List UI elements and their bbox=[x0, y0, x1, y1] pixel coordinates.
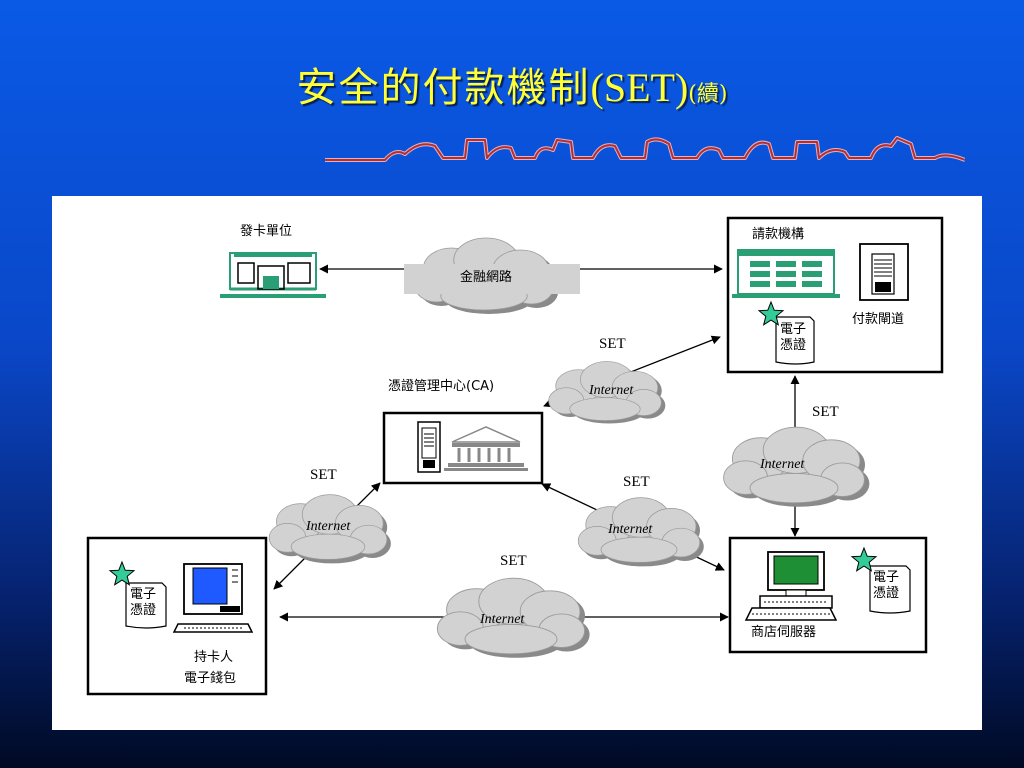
document-icon bbox=[775, 316, 815, 365]
title-set: (SET) bbox=[590, 65, 689, 110]
internet-label: Internet bbox=[589, 383, 634, 398]
merchant-label: 商店伺服器 bbox=[751, 625, 817, 640]
ca-box bbox=[382, 411, 544, 485]
title-suffix: (續) bbox=[688, 82, 728, 107]
title-main: 安全的付款機制 bbox=[296, 65, 591, 111]
certificate-line2: 憑證 bbox=[130, 603, 157, 619]
certificate-label: 電子 憑證 bbox=[130, 587, 156, 620]
set-label: SET bbox=[812, 404, 839, 420]
acquirer-label: 請款機構 bbox=[752, 227, 805, 242]
set-label: SET bbox=[623, 474, 650, 490]
financial-network-band bbox=[404, 264, 580, 294]
issuer-building-icon bbox=[220, 252, 326, 298]
set-label: SET bbox=[500, 553, 527, 569]
issuer-label: 發卡單位 bbox=[240, 224, 293, 239]
diagram-panel: 發卡單位 金融網路 請款機構 付款閘道 電子 憑證 SET Internet 憑… bbox=[52, 196, 982, 730]
star-icon bbox=[757, 300, 785, 326]
certificate-line1: 電子 bbox=[780, 322, 807, 337]
slide-title: 安全的付款機制(SET)(續) bbox=[0, 65, 1024, 111]
internet-label: Internet bbox=[306, 519, 351, 534]
internet-label: Internet bbox=[480, 612, 525, 627]
internet-label: Internet bbox=[608, 522, 653, 537]
certificate-label: 電子 憑證 bbox=[780, 322, 806, 355]
set-label: SET bbox=[310, 467, 337, 483]
gateway-server-icon bbox=[859, 243, 909, 301]
gateway-label: 付款閘道 bbox=[852, 312, 905, 327]
bank-building-icon bbox=[444, 426, 528, 471]
certificate-line2: 憑證 bbox=[780, 338, 807, 354]
skyline-decoration bbox=[325, 136, 965, 162]
document-icon bbox=[869, 565, 911, 614]
star-icon bbox=[850, 546, 878, 572]
star-icon bbox=[108, 560, 136, 586]
certificate-line2: 憑證 bbox=[873, 586, 900, 602]
acquirer-building-icon bbox=[732, 249, 840, 298]
certificate-label: 電子 憑證 bbox=[873, 570, 899, 603]
set-label: SET bbox=[599, 336, 626, 352]
cardholder-box bbox=[86, 536, 268, 696]
wallet-label: 電子錢包 bbox=[184, 671, 237, 686]
document-icon bbox=[125, 582, 167, 629]
cardholder-label: 持卡人 bbox=[194, 650, 234, 665]
ca-label: 憑證管理中心(CA) bbox=[388, 379, 495, 394]
ca-server-icon bbox=[417, 421, 441, 473]
computer-icon bbox=[172, 563, 254, 633]
certificate-line1: 電子 bbox=[873, 570, 900, 585]
certificate-line1: 電子 bbox=[130, 587, 157, 602]
financial-network-label: 金融網路 bbox=[460, 270, 513, 285]
internet-label: Internet bbox=[760, 457, 805, 472]
merchant-computer-icon bbox=[744, 551, 838, 621]
